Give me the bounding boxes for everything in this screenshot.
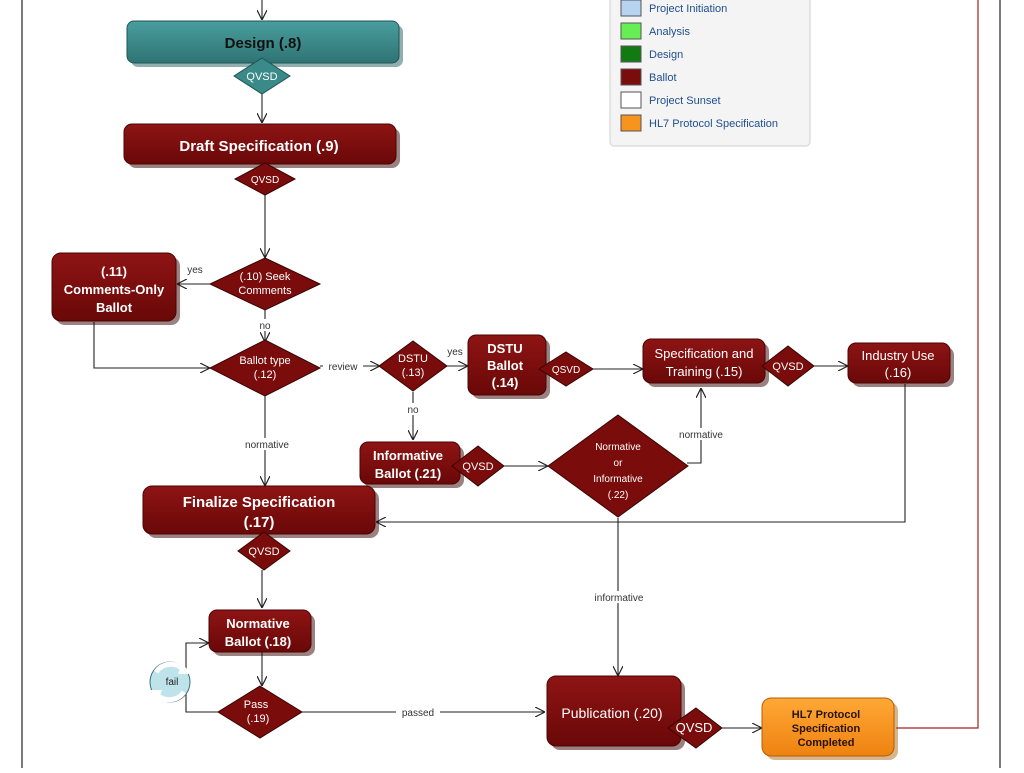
decision-norm-inf-line1: Normative (595, 442, 641, 453)
node-hl7-line1: HL7 Protocol (792, 709, 860, 721)
node-finalize-line2: (.17) (244, 514, 275, 531)
label-no-comments: no (259, 321, 271, 332)
qsvd-dstu-ballot-label: QSVD (552, 365, 580, 376)
node-comments-only-line3: Ballot (96, 300, 133, 315)
node-finalize-line1: Finalize Specification (183, 494, 336, 511)
qvsd-informative[interactable]: QVSD (451, 445, 505, 487)
decision-pass-line2: (.19) (247, 713, 270, 725)
decision-ballot-type-line1: Ballot type (239, 355, 290, 367)
decision-pass[interactable]: Pass (.19) (217, 685, 303, 739)
label-passed: passed (402, 708, 434, 719)
node-normative-ballot-line1: Normative (226, 616, 290, 631)
node-publication[interactable]: Publication (.20) (546, 675, 685, 750)
node-spec-training-line1: Specification and (654, 346, 753, 361)
qsvd-dstu-ballot[interactable]: QSVD (538, 351, 594, 387)
label-review: review (329, 362, 359, 373)
edge-pass-fail-loop (185, 643, 218, 713)
node-informative-ballot[interactable]: Informative Ballot (.21) (359, 441, 464, 488)
decision-norm-inf-line2: or (614, 458, 624, 469)
node-industry-use-line2: (.16) (885, 365, 912, 380)
decision-dstu-line2: (.13) (402, 367, 425, 379)
legend-label-project-initiation: Project Initiation (649, 3, 727, 15)
decision-norm-inf-line4: (.22) (608, 490, 629, 501)
node-industry-use[interactable]: Industry Use (.16) (847, 342, 954, 387)
node-informative-ballot-line1: Informative (373, 448, 443, 463)
qvsd-publication[interactable]: QVSD (667, 707, 723, 749)
decision-seek-comments-line1: (.10) Seek (240, 271, 291, 283)
node-comments-only-line1: (.11) (101, 264, 127, 279)
legend-swatch-ballot (620, 68, 642, 86)
edge-labels: yes no review yes no normative normative… (183, 263, 731, 719)
qvsd-draft-label: QVSD (251, 175, 279, 186)
legend-swatch-analysis (620, 22, 642, 40)
legend-label-ballot: Ballot (649, 72, 677, 84)
label-fail: fail (166, 677, 179, 688)
node-hl7-line3: Completed (798, 737, 855, 749)
node-hl7-completed[interactable]: HL7 Protocol Specification Completed (761, 697, 898, 760)
decision-pass-line1: Pass (244, 699, 269, 711)
node-publication-label: Publication (.20) (561, 705, 662, 721)
qvsd-informative-label: QVSD (462, 461, 493, 473)
node-design-label: Design (.8) (225, 35, 302, 52)
node-comments-only-ballot[interactable]: (.11) Comments-Only Ballot (51, 252, 180, 325)
node-spec-training[interactable]: Specification and Training (.15) (642, 338, 769, 387)
node-informative-ballot-line2: Ballot (.21) (375, 466, 441, 481)
label-normative-ballot-type: normative (245, 440, 289, 451)
legend-swatch-design (620, 45, 642, 63)
label-no-dstu: no (407, 405, 419, 416)
qvsd-finalize[interactable]: QVSD (237, 531, 291, 571)
decision-dstu-line1: DSTU (398, 353, 428, 365)
legend-swatch-project-initiation (620, 0, 642, 17)
qvsd-draft[interactable]: QVSD (233, 162, 297, 196)
node-normative-ballot[interactable]: Normative Ballot (.18) (208, 609, 315, 656)
decision-ballot-type[interactable]: Ballot type (.12) (208, 339, 322, 397)
legend-swatch-project-sunset (620, 91, 642, 109)
fail-loop-icon: fail (149, 661, 191, 703)
legend-label-hl7: HL7 Protocol Specification (649, 118, 778, 130)
node-design[interactable]: Design (.8) (126, 20, 403, 67)
decision-seek-comments-line2: Comments (238, 285, 292, 297)
node-comments-only-line2: Comments-Only (64, 282, 165, 297)
legend-swatch-hl7 (620, 114, 642, 132)
edge-comments-to-ballot-type (93, 322, 210, 368)
decision-seek-comments[interactable]: (.10) Seek Comments (208, 257, 322, 311)
edge-decision-to-spec (687, 388, 701, 464)
node-hl7-line2: Specification (792, 723, 861, 735)
node-dstu-ballot-line1: DSTU (487, 341, 522, 356)
legend-label-analysis: Analysis (649, 26, 690, 38)
decision-ballot-type-line2: (.12) (254, 369, 277, 381)
label-yes-comments: yes (187, 265, 203, 276)
decision-norm-inf-line3: Informative (593, 474, 643, 485)
node-draft-specification-label: Draft Specification (.9) (179, 138, 338, 155)
qvsd-finalize-label: QVSD (248, 546, 279, 558)
legend-label-design: Design (649, 49, 683, 61)
qvsd-design[interactable]: QVSD (233, 57, 291, 95)
legend-label-project-sunset: Project Sunset (649, 95, 721, 107)
node-dstu-ballot[interactable]: DSTU Ballot (.14) (467, 334, 550, 399)
qvsd-design-label: QVSD (246, 71, 277, 83)
node-dstu-ballot-line2: Ballot (487, 358, 524, 373)
decision-normative-or-informative[interactable]: Normative or Informative (.22) (547, 414, 689, 518)
node-spec-training-line2: Training (.15) (666, 364, 743, 379)
qvsd-spec-training[interactable]: QVSD (761, 345, 815, 387)
node-draft-specification[interactable]: Draft Specification (.9) (123, 123, 400, 168)
legend: Project Initiation Analysis Design Ballo… (609, 0, 811, 147)
node-dstu-ballot-line3: (.14) (492, 375, 519, 390)
qvsd-spec-training-label: QVSD (772, 361, 803, 373)
label-yes-dstu: yes (447, 347, 463, 358)
node-industry-use-line1: Industry Use (862, 348, 935, 363)
label-normative-22: normative (679, 430, 723, 441)
label-informative-22: informative (595, 593, 644, 604)
edge-industry-to-finalize (376, 384, 906, 522)
node-finalize-specification[interactable]: Finalize Specification (.17) (142, 485, 379, 538)
completion-return-line (896, 0, 979, 729)
decision-dstu[interactable]: DSTU (.13) (378, 340, 448, 392)
node-normative-ballot-line2: Ballot (.18) (225, 634, 291, 649)
qvsd-publication-label: QVSD (676, 720, 713, 735)
